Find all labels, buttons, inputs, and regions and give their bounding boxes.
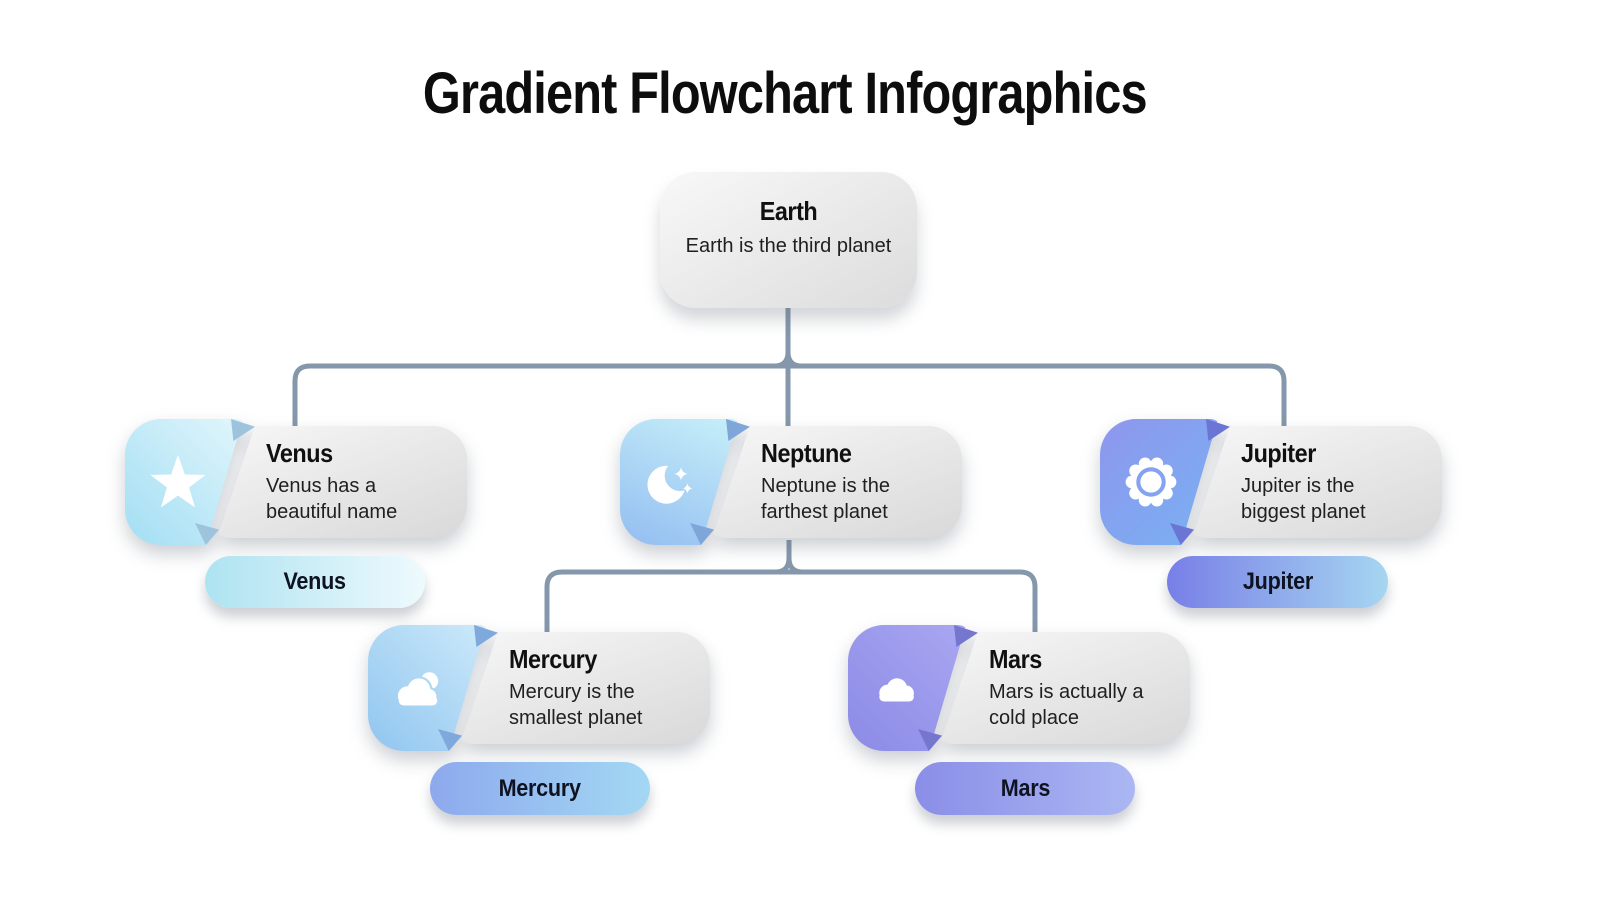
page-title: Gradient Flowchart Infographics xyxy=(0,60,1570,127)
badge-mars-label: Mars xyxy=(1000,774,1050,802)
badge-venus[interactable]: Venus xyxy=(205,556,425,608)
badge-jupiter[interactable]: Jupiter xyxy=(1167,556,1388,608)
node-mercury[interactable]: Mercury Mercury is the smallest planet xyxy=(368,625,710,751)
node-jupiter-description: Jupiter is the biggest planet xyxy=(1241,475,1366,523)
node-earth-title: Earth xyxy=(759,196,818,226)
node-mars-description: Mars is actually a cold place xyxy=(989,681,1144,729)
venus-card-body: Venus Venus has a beautiful name xyxy=(217,426,467,538)
sun-badge-icon xyxy=(1125,457,1177,507)
neptune-card-body: Neptune Neptune is the farthest planet xyxy=(712,426,962,538)
node-mercury-title: Mercury xyxy=(509,644,597,674)
badge-venus-label: Venus xyxy=(283,568,347,595)
star-icon xyxy=(150,454,206,508)
node-mercury-description: Mercury is the smallest planet xyxy=(509,681,643,729)
node-neptune[interactable]: Neptune Neptune is the farthest planet xyxy=(620,419,962,545)
moon-sparkles-icon xyxy=(647,465,693,504)
node-mars[interactable]: Mars Mars is actually a cold place xyxy=(848,625,1190,751)
node-earth-description: Earth is the third planet xyxy=(685,235,892,257)
connector-bottom-fillet-left xyxy=(774,557,792,575)
mars-card-body: Mars Mars is actually a cold place xyxy=(940,632,1190,744)
node-venus[interactable]: Venus Venus has a beautiful name xyxy=(125,419,467,545)
badge-mars[interactable]: Mars xyxy=(915,762,1135,815)
connector-bottom-rail xyxy=(544,569,1038,632)
node-neptune-description: Neptune is the farthest planet xyxy=(761,475,890,523)
clouds-icon xyxy=(397,672,439,706)
node-earth[interactable]: Earth Earth is the third planet xyxy=(660,172,917,308)
node-mars-title: Mars xyxy=(989,644,1042,674)
connector-top-fillet-right xyxy=(785,351,803,369)
cloud-icon xyxy=(879,678,914,702)
node-neptune-title: Neptune xyxy=(761,438,852,468)
node-jupiter[interactable]: Jupiter Jupiter is the biggest planet xyxy=(1100,419,1442,545)
jupiter-card-body: Jupiter Jupiter is the biggest planet xyxy=(1192,426,1442,538)
node-jupiter-title: Jupiter xyxy=(1241,438,1316,468)
badge-mercury[interactable]: Mercury xyxy=(430,762,650,815)
connector-bottom-fillet-right xyxy=(786,557,804,575)
page-title-text: Gradient Flowchart Infographics xyxy=(423,61,1148,126)
node-venus-title: Venus xyxy=(266,438,333,468)
mercury-card-body: Mercury Mercury is the smallest planet xyxy=(460,632,710,744)
badge-mercury-label: Mercury xyxy=(498,774,582,802)
badge-jupiter-label: Jupiter xyxy=(1242,568,1313,595)
connector-top-fillet-left xyxy=(773,351,791,369)
node-venus-description: Venus has a beautiful name xyxy=(266,475,398,523)
